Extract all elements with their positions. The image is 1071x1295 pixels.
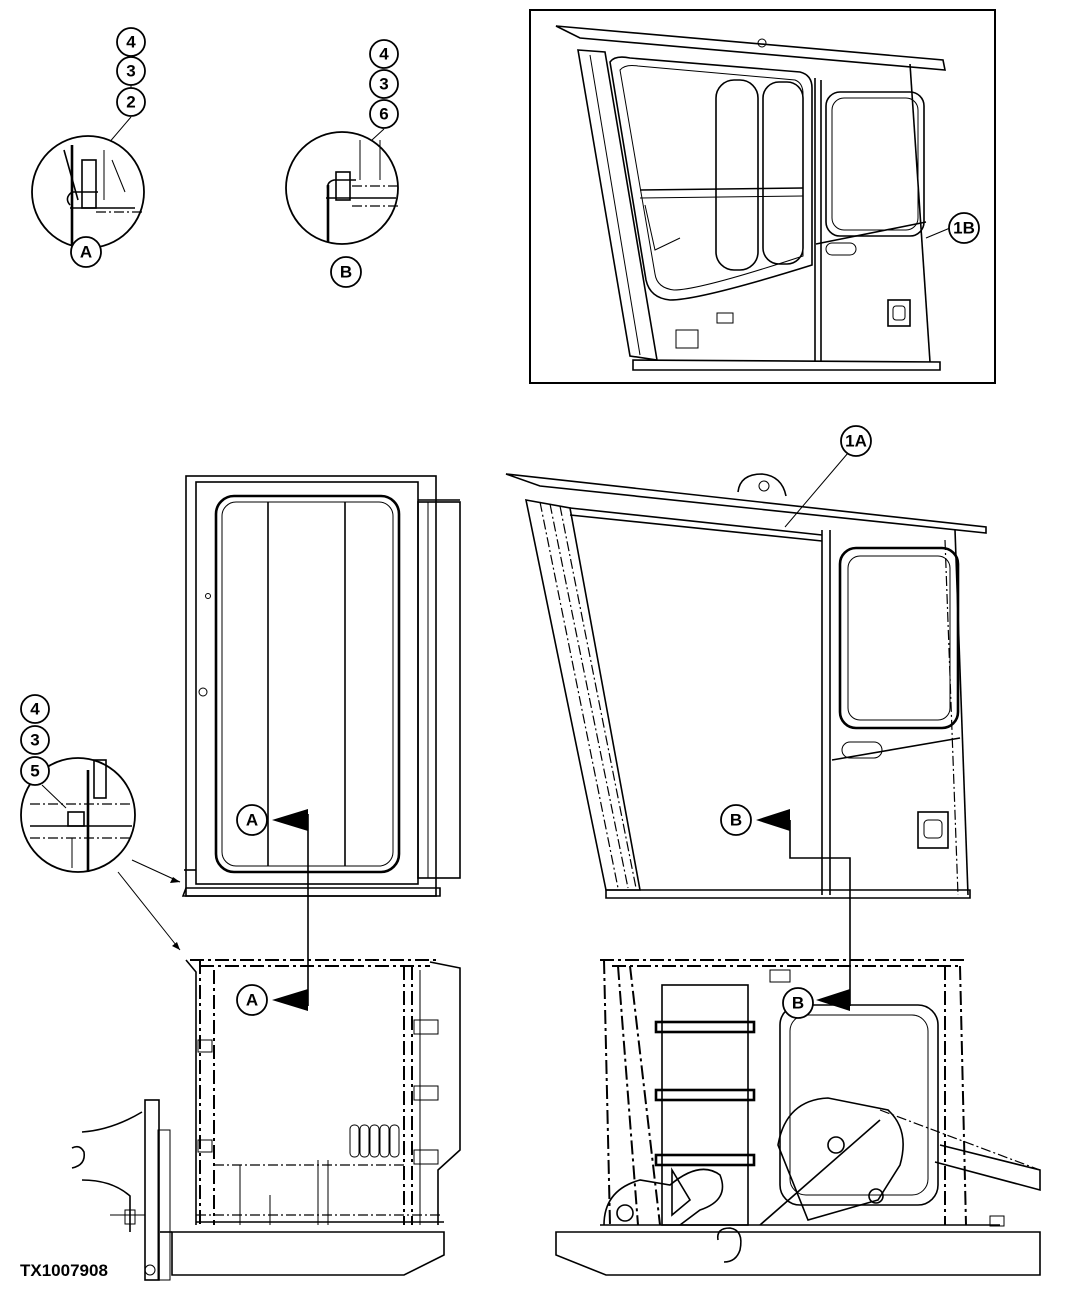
detail-a-bolt [63,145,142,246]
svg-text:6: 6 [379,105,388,124]
svg-text:B: B [792,994,804,1013]
detail-b-callout-6: 6 [369,99,399,129]
inset-callout-1b: 1B [948,212,980,244]
figure-id: TX1007908 [20,1261,108,1280]
detail-b-callout-4: 4 [369,39,399,69]
svg-text:1B: 1B [953,219,975,238]
svg-text:B: B [340,263,352,282]
detail-c-callout-5: 5 [20,756,50,786]
svg-text:A: A [246,991,258,1010]
detail-b-callout-3: 3 [369,69,399,99]
svg-text:3: 3 [379,75,388,94]
detail-c-bolt [30,759,132,872]
detail-b-label: B [330,256,362,288]
svg-text:4: 4 [379,45,389,64]
front-cab-base [71,959,461,1281]
side-cab-callout-1a: 1A [840,425,872,457]
svg-text:B: B [730,811,742,830]
svg-text:A: A [80,243,92,262]
svg-text:3: 3 [30,731,39,750]
detail-b: 4 3 6 B [285,39,399,288]
detail-c: 4 3 5 [20,694,181,951]
svg-text:1A: 1A [845,432,867,451]
arrow-b-upper: B [720,804,851,1006]
detail-a-callout-2: 2 [116,87,146,117]
svg-text:5: 5 [30,762,39,781]
svg-text:4: 4 [126,33,136,52]
detail-a-label: A [70,236,102,268]
svg-text:4: 4 [30,700,40,719]
svg-text:A: A [246,811,258,830]
inset-cab: 1B [529,9,996,384]
detail-a-callout-4: 4 [116,27,146,57]
svg-text:2: 2 [126,93,135,112]
side-cab-assembled [505,473,987,899]
arrow-a-upper: A [236,804,309,1006]
detail-a: 4 3 2 A [31,27,146,268]
detail-a-callout-3: 3 [116,56,146,86]
detail-c-callout-3: 3 [20,725,50,755]
detail-c-callout-4: 4 [20,694,50,724]
inset-cab-body [555,25,946,371]
detail-b-bolt [326,140,398,242]
arrow-b-lower: B [782,987,850,1019]
front-cab-assembled [181,475,461,897]
side-cab-base [555,959,1041,1276]
arrow-a-lower: A [236,984,308,1016]
svg-text:3: 3 [126,62,135,81]
